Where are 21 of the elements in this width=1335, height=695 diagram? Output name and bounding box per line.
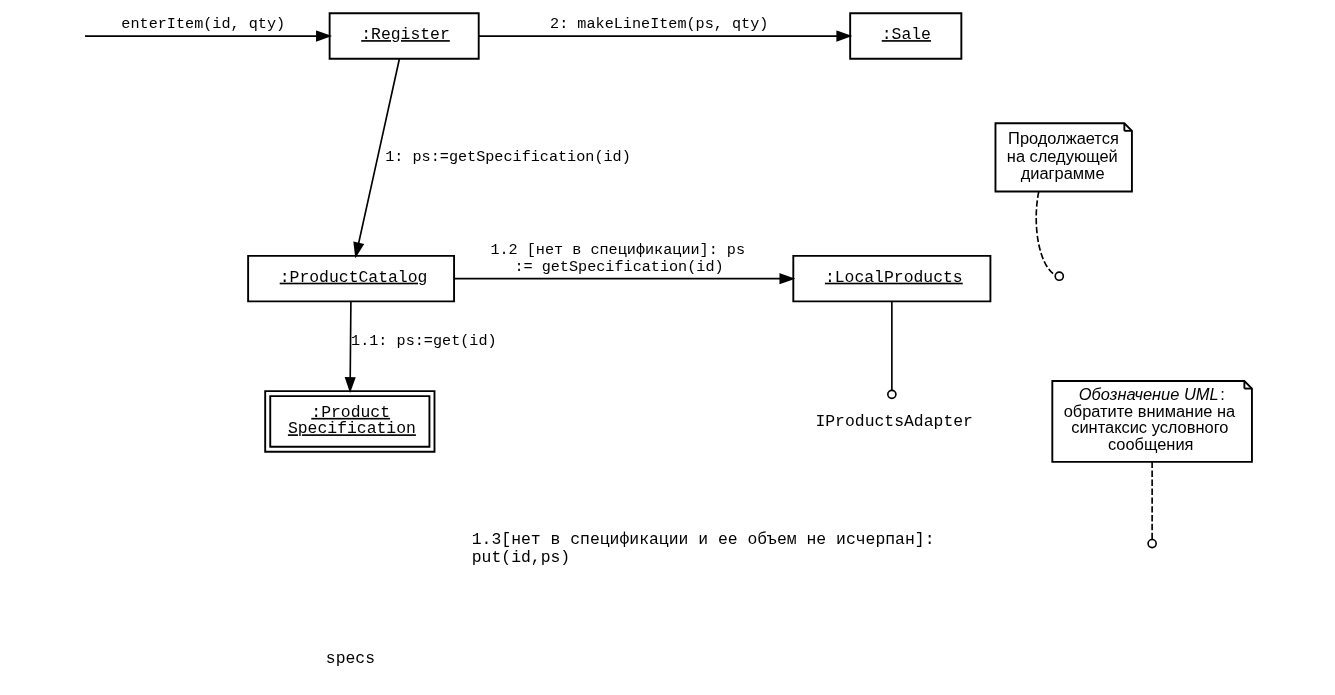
connector (1150, 461, 1153, 541)
arrow (83, 30, 332, 42)
node-box: :Register (328, 12, 480, 60)
edge-label: 1.2 [нет в спецификации]: ps := getSpecification(id) (489, 241, 745, 276)
edge-label: 1: ps:=getSpecification(id) (384, 148, 631, 167)
arrow (477, 30, 852, 42)
arrow (452, 273, 795, 285)
node-box: :Product Specification (263, 390, 435, 453)
node-box: :LocalProducts (791, 254, 991, 303)
connector (886, 301, 897, 400)
node-box: :ProductCatalog (246, 254, 455, 303)
label: 1.3[нет в спецификации и ее объем не исчерпан]: put(id,ps) (471, 530, 934, 568)
edge-label: 1.1: ps:=get(id) (350, 332, 497, 351)
label: specs (325, 649, 375, 669)
node-box: :Sale (848, 12, 962, 60)
arrow (352, 58, 400, 259)
connector (1034, 190, 1056, 276)
edge-label: enterItem(id, qty) (120, 14, 285, 33)
arrow (344, 301, 356, 394)
node-text: IProductsAdapter (814, 411, 973, 431)
edge-label: 2: makeLineItem(ps, qty) (549, 14, 768, 33)
